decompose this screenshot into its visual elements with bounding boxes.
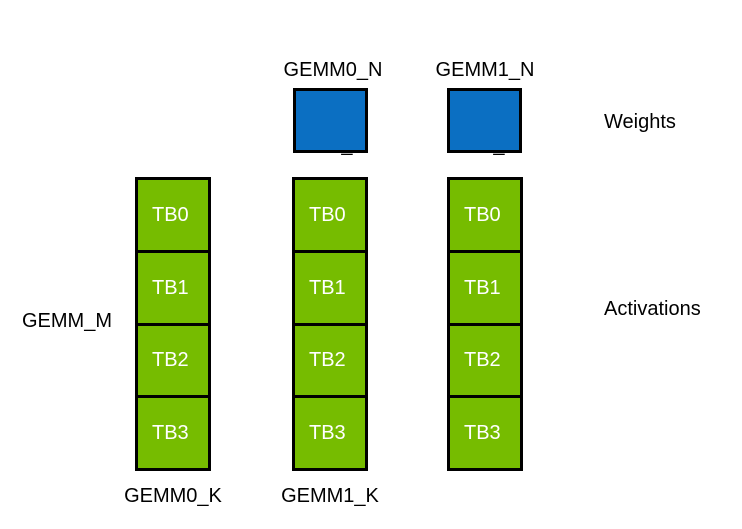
tb-cell[interactable]: TB2: [447, 322, 523, 399]
tb-cell-label: TB1: [309, 276, 346, 299]
activations-column-0[interactable]: TB0 TB1 TB2 TB3: [135, 177, 211, 471]
tb-cell[interactable]: TB0: [447, 177, 523, 253]
gemm0-k-label: GEMM0_K: [124, 485, 222, 507]
weights-gemm0-block[interactable]: [293, 88, 368, 153]
tb-cell-label: TB0: [309, 203, 346, 226]
weights-legend-label: Weights: [604, 111, 676, 133]
tb-cell-label: TB0: [464, 203, 501, 226]
gemm-m-label: GEMM_M: [22, 310, 112, 332]
gemm1-k-label: GEMM1_K: [281, 485, 379, 507]
tb-cell-label: TB2: [152, 349, 189, 372]
tb-cell[interactable]: TB2: [135, 322, 211, 399]
tb-cell[interactable]: TB1: [292, 249, 368, 326]
tb-cell-label: TB3: [464, 422, 501, 445]
tb-cell[interactable]: TB1: [135, 249, 211, 326]
gemm1-n-label-line1: GEMM1_N: [435, 59, 535, 81]
tb-cell[interactable]: TB3: [292, 395, 368, 471]
tb-cell[interactable]: TB0: [292, 177, 368, 253]
activations-column-2[interactable]: TB0 TB1 TB2 TB3: [447, 177, 523, 471]
tb-cell-label: TB2: [309, 349, 346, 372]
tb-cell[interactable]: TB0: [135, 177, 211, 253]
tb-cell[interactable]: TB3: [135, 395, 211, 471]
tb-cell-label: TB3: [152, 422, 189, 445]
weights-gemm1-block[interactable]: [447, 88, 522, 153]
tb-cell[interactable]: TB2: [292, 322, 368, 399]
gemm0-n-label-line1: GEMM0_N: [283, 59, 383, 81]
tb-cell-label: TB1: [464, 276, 501, 299]
tb-cell-label: TB1: [152, 276, 189, 299]
tb-cell-label: TB2: [464, 349, 501, 372]
tb-cell-label: TB3: [309, 422, 346, 445]
activations-column-1[interactable]: TB0 TB1 TB2 TB3: [292, 177, 368, 471]
activations-legend-label: Activations: [604, 298, 701, 320]
tb-cell-label: TB0: [152, 203, 189, 226]
tb-cell[interactable]: TB1: [447, 249, 523, 326]
tb-cell[interactable]: TB3: [447, 395, 523, 471]
